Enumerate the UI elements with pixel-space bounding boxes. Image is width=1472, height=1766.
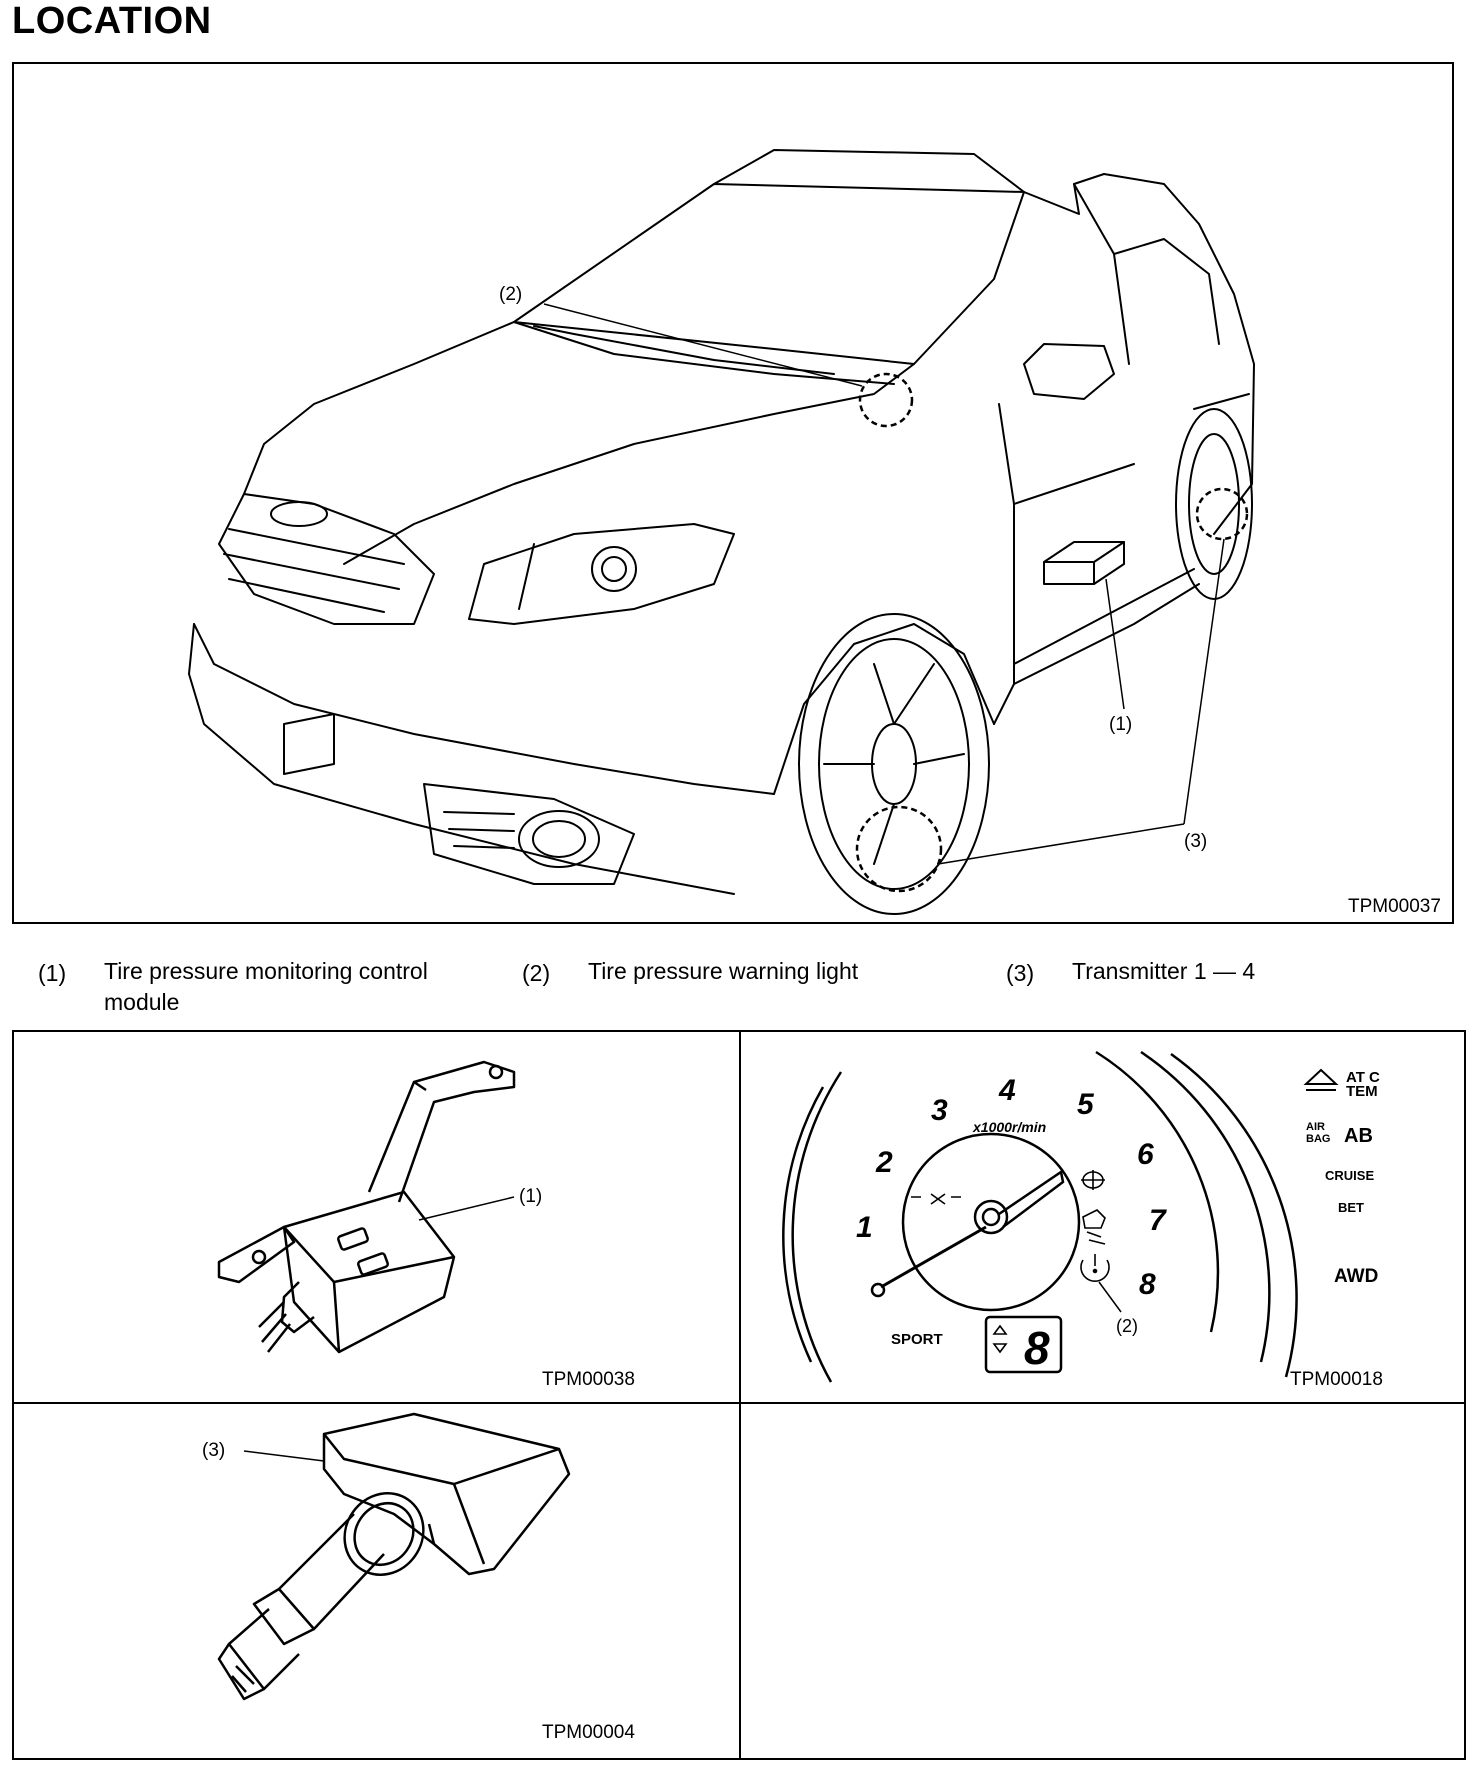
sport-label: SPORT [891, 1331, 943, 1348]
page-title: LOCATION [12, 0, 212, 42]
control-module-illustration: (1) TPM00038 [217, 1060, 635, 1390]
bag-indicator: BAG [1306, 1133, 1330, 1145]
atc-indicator: AT C [1346, 1069, 1380, 1086]
ab-indicator: AB [1344, 1125, 1373, 1147]
tach-digit-7: 7 [1149, 1204, 1167, 1237]
vehicle-illustration: (2) (1) (3) [188, 149, 1255, 915]
front-transmitter-circle [855, 805, 943, 893]
grid-divider-horizontal [14, 1402, 1464, 1404]
awd-indicator: AWD [1334, 1266, 1378, 1287]
callout-2: (2) [499, 284, 522, 305]
tem-indicator: TEM [1346, 1083, 1378, 1100]
panel-combination-meter: 1 2 3 4 5 6 7 8 x1000r/min SPORT 8 (2) [741, 1032, 1466, 1402]
module-figure-code: TPM00038 [542, 1369, 635, 1390]
module-callout: (1) [519, 1186, 542, 1207]
vehicle-location-figure: (2) (1) (3) TPM00037 [12, 62, 1454, 924]
tach-digit-5: 5 [1077, 1088, 1095, 1121]
figure-code: TPM00037 [1348, 896, 1441, 917]
legend-text-3: Transmitter 1 — 4 [1072, 958, 1256, 984]
gear-indicator: 8 [1024, 1322, 1050, 1374]
tach-digit-1: 1 [856, 1211, 873, 1244]
legend-num-1: (1) [38, 960, 67, 986]
warning-light-circle [858, 372, 914, 428]
meter-figure-code: TPM00018 [1290, 1369, 1383, 1390]
panel-control-module: (1) TPM00038 [14, 1032, 739, 1402]
component-panel-grid: (1) TPM00038 1 2 3 [12, 1030, 1466, 1760]
air-indicator: AIR [1306, 1121, 1325, 1133]
transmitter-illustration: (3) TPM00004 [202, 1412, 635, 1743]
legend-num-2: (2) [522, 960, 551, 986]
panel-empty [741, 1404, 1466, 1758]
combination-meter-illustration: 1 2 3 4 5 6 7 8 x1000r/min SPORT 8 (2) [782, 1050, 1383, 1390]
panel-transmitter: (3) TPM00004 [14, 1404, 739, 1758]
transmitter-callout: (3) [202, 1440, 225, 1461]
tach-unit: x1000r/min [972, 1119, 1046, 1135]
meter-callout: (2) [1116, 1316, 1138, 1336]
cruise-indicator: CRUISE [1325, 1168, 1374, 1183]
legend-text-2: Tire pressure warning light [588, 958, 859, 984]
tach-digit-2: 2 [875, 1146, 893, 1179]
legend-num-3: (3) [1006, 960, 1035, 986]
tach-digit-3: 3 [931, 1094, 948, 1127]
rear-transmitter-circle [1195, 487, 1249, 541]
transmitter-figure-code: TPM00004 [542, 1722, 635, 1743]
tach-digit-6: 6 [1137, 1138, 1154, 1171]
tach-digit-8: 8 [1139, 1268, 1156, 1301]
bet-indicator: BET [1338, 1200, 1364, 1215]
legend-text-1: Tire pressure monitoring control module [104, 958, 428, 1015]
grid-divider-vertical [739, 1032, 741, 1758]
callout-3: (3) [1184, 831, 1207, 852]
callout-1: (1) [1109, 714, 1132, 735]
tach-digit-4: 4 [998, 1074, 1016, 1107]
